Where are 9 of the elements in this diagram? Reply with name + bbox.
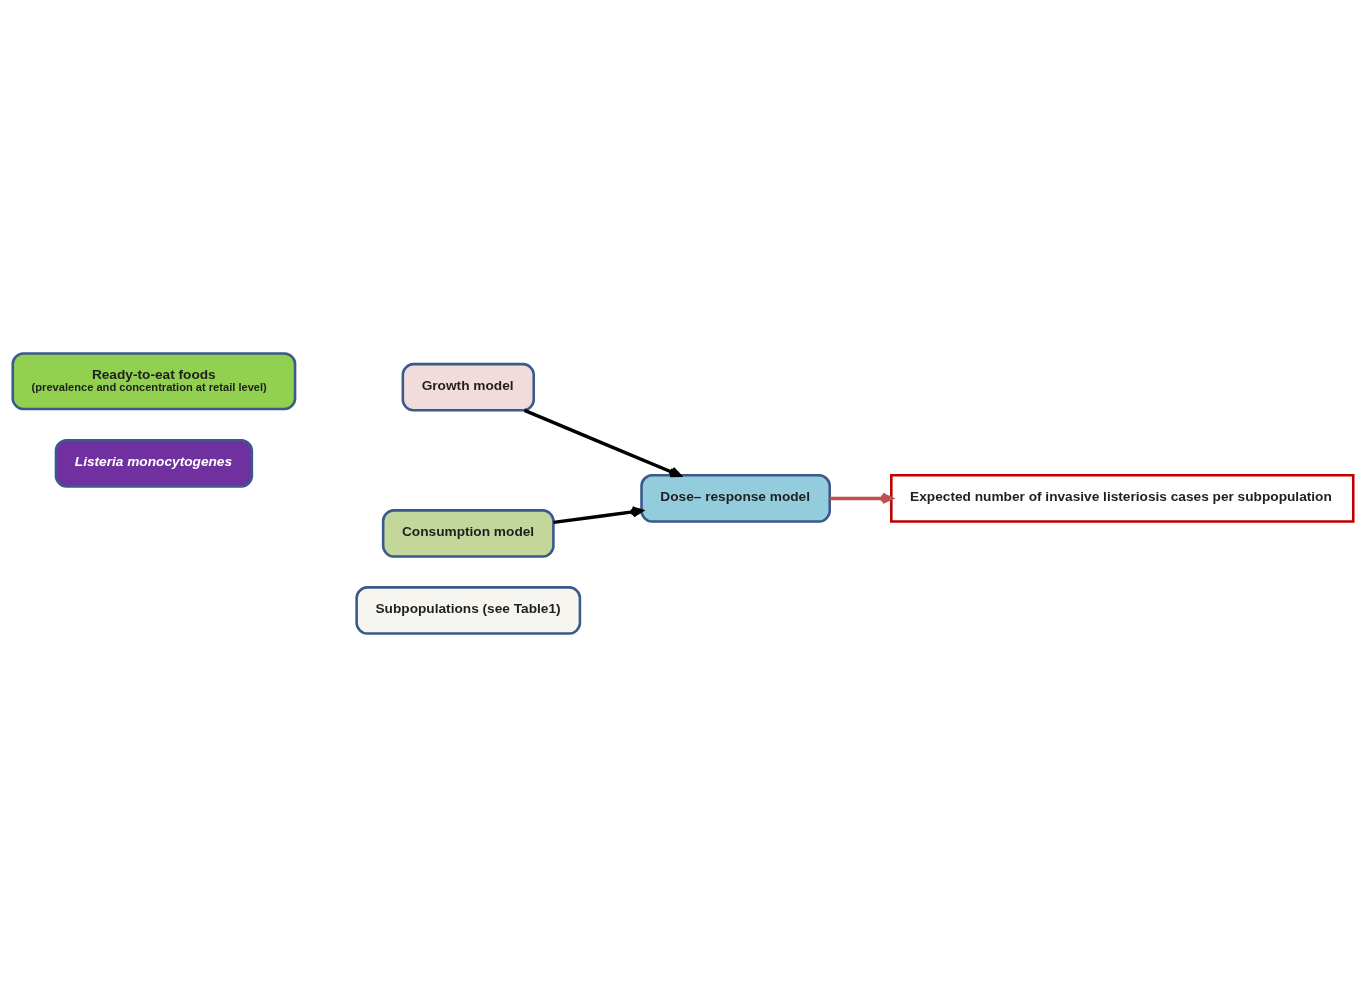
node-box: Listeria monocytogenes	[54, 438, 254, 488]
arrow	[829, 492, 894, 504]
node-box: Growth model	[401, 362, 535, 412]
node-box: Dose– response model	[640, 473, 831, 523]
node-box: Consumption model	[381, 508, 555, 558]
node-box: Expected number of invasive listeriosis cases per subpopulation	[890, 473, 1355, 523]
node-box: Ready-to-eat foods (prevalence and concentration at retail level)	[11, 351, 297, 410]
node-box: Subpopulations (see Table1)	[355, 585, 582, 635]
arrow	[553, 505, 644, 524]
